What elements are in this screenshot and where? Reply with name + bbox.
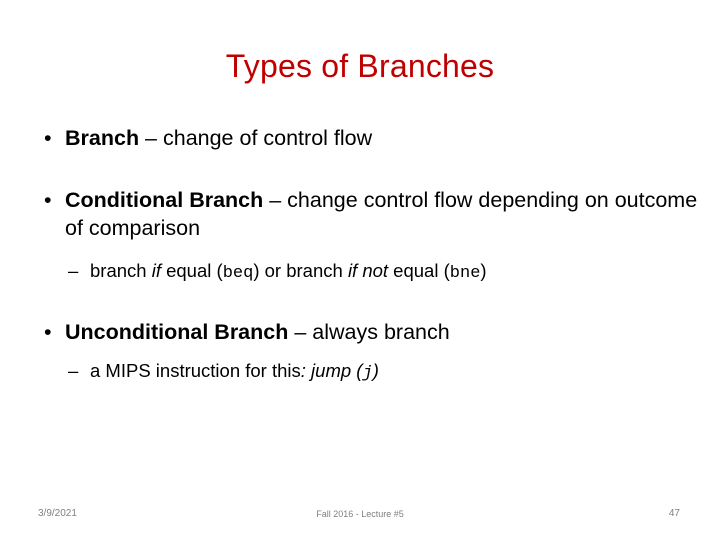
bullet-conditional-branch-desc: – change control flow depending on outco…: [65, 187, 698, 240]
bullet-branch-term: Branch: [65, 126, 140, 150]
subbullet-jump-text: a MIPS instruction for this: [90, 359, 301, 381]
footer-date: 3/9/2021: [38, 508, 77, 519]
bullet-marker-dot: •: [44, 319, 52, 344]
subbullet-emph-jump: : jump (: [300, 359, 363, 381]
spacer: [0, 243, 720, 259]
bullet-conditional-branch-term: Conditional Branch: [65, 187, 264, 212]
subbullet-beq-bne: – branch if equal (beq) or branch if not…: [0, 259, 720, 285]
bullet-conditional-branch: • Conditional Branch – change control fl…: [0, 187, 720, 243]
spacer: [0, 153, 720, 187]
subbullet-jump: – a MIPS instruction for this: jump (j): [0, 359, 720, 385]
bullet-branch-desc: – change of control flow: [139, 126, 373, 150]
subbullet-text-3: ) or branch: [253, 259, 348, 281]
subbullet-text-2: equal (: [160, 259, 223, 281]
slide-number: 47: [668, 508, 680, 519]
footer-course-label: Fall 2016 - Lecture #5: [316, 509, 404, 519]
bullet-marker-dash: –: [68, 259, 79, 281]
bullet-marker-dot: •: [44, 126, 52, 150]
bullet-marker-dot: •: [44, 187, 52, 212]
instruction-j: j: [362, 363, 373, 383]
subbullet-jump-close-paren: ): [372, 359, 379, 381]
subbullet-text-5: ): [480, 259, 487, 281]
bullet-unconditional-branch-term: Unconditional Branch: [65, 319, 289, 344]
subbullet-text-1: branch: [90, 259, 152, 281]
spacer: [0, 347, 720, 359]
slide-footer: 3/9/2021 Fall 2016 - Lecture #5 47: [0, 505, 720, 527]
instruction-beq: beq: [222, 263, 254, 283]
subbullet-emph-if: if: [151, 259, 161, 281]
bullet-unconditional-branch: • Unconditional Branch – always branch: [0, 319, 720, 347]
page-title: Types of Branches: [225, 48, 495, 84]
slide-body: • Branch – change of control flow • Cond…: [0, 125, 720, 385]
bullet-branch: • Branch – change of control flow: [0, 125, 720, 153]
bullet-unconditional-branch-desc: – always branch: [288, 319, 450, 344]
instruction-bne: bne: [449, 263, 481, 283]
subbullet-emph-if-not: if not: [347, 259, 389, 281]
spacer: [0, 285, 720, 319]
bullet-marker-dash: –: [68, 359, 79, 381]
subbullet-text-4: equal (: [388, 259, 450, 281]
